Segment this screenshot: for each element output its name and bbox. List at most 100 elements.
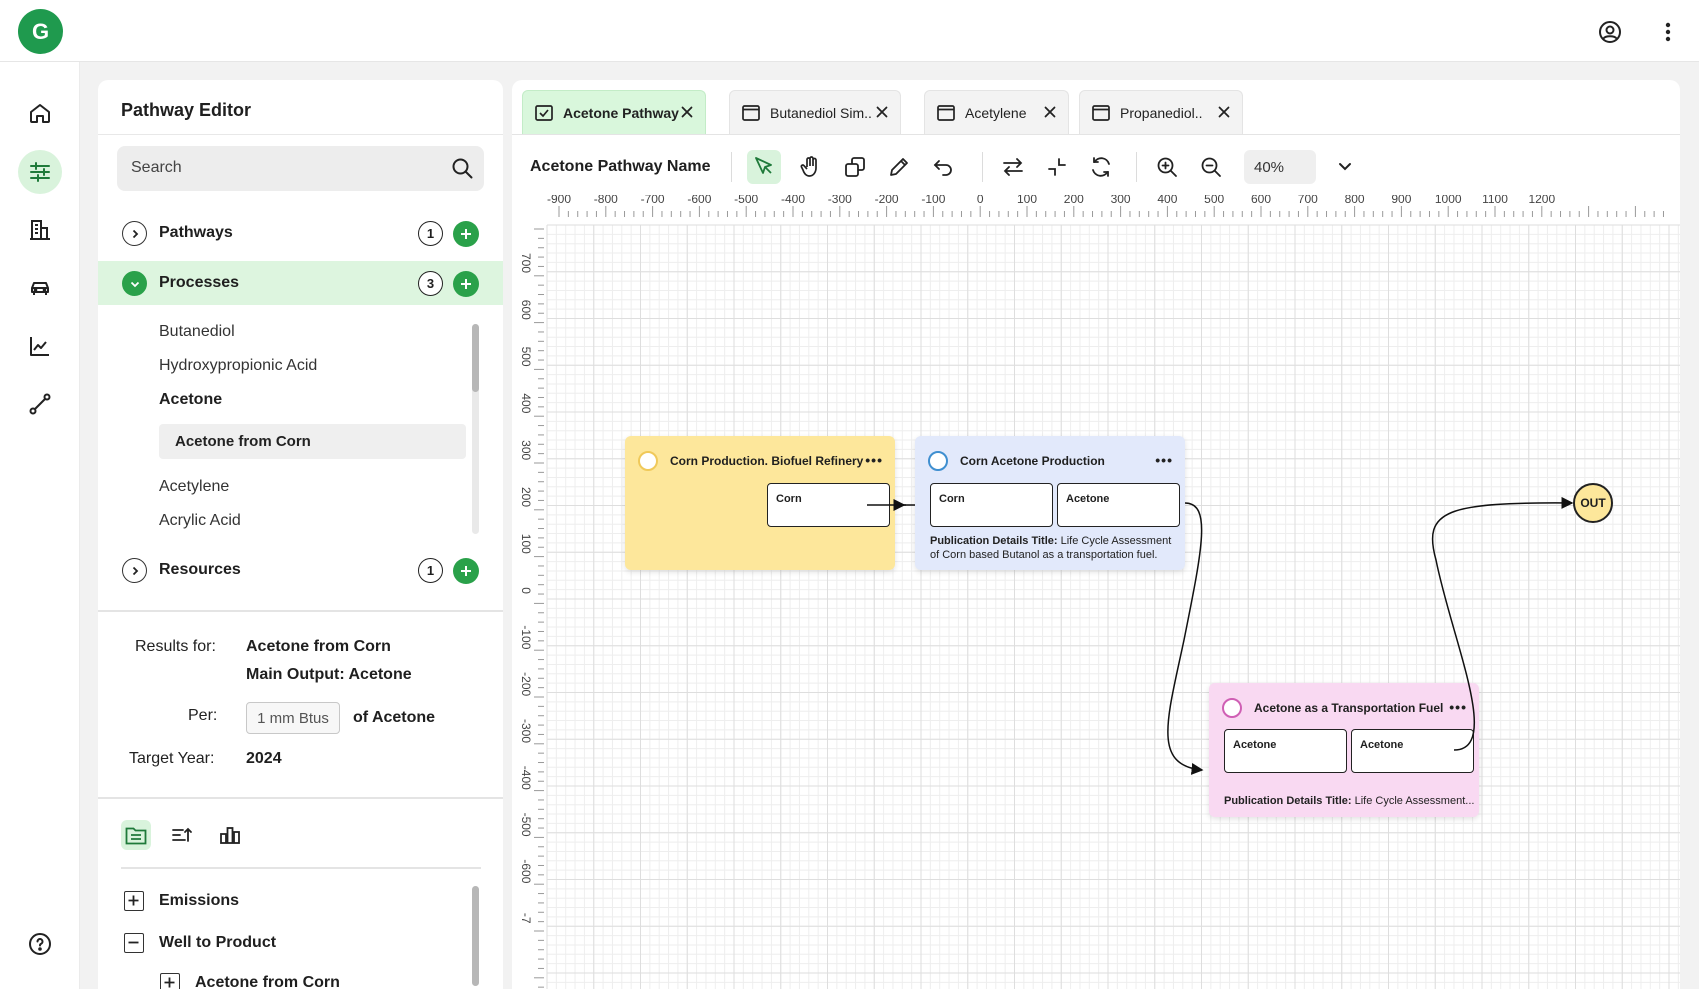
pencil-tool-button[interactable] [882, 150, 916, 184]
divider [982, 152, 983, 182]
more-horizontal-icon[interactable]: ••• [865, 452, 883, 468]
car-icon[interactable] [18, 266, 62, 310]
expand-icon[interactable] [124, 891, 144, 911]
node-status-circle[interactable] [638, 451, 658, 471]
ruler-x-label: 900 [1391, 195, 1411, 206]
ruler-y-label: -600 [519, 859, 533, 883]
process-item[interactable]: Acetone [159, 391, 223, 408]
per-unit-select[interactable]: 1 mm Btus [246, 702, 340, 734]
user-account-icon[interactable] [1597, 19, 1623, 45]
swap-horizontal-button[interactable] [996, 150, 1030, 184]
process-node-corn-production[interactable]: Corn Production. Biofuel Refinery ••• Co… [625, 436, 895, 570]
port-label: Acetone [1360, 739, 1404, 751]
tab-propanediol[interactable]: Propanediol.. [1079, 90, 1243, 135]
more-horizontal-icon[interactable]: ••• [1449, 699, 1467, 715]
expand-icon[interactable] [160, 973, 180, 989]
count-badge: 1 [418, 221, 443, 246]
select-tool-button[interactable] [747, 150, 781, 184]
scrollbar-thumb[interactable] [472, 324, 479, 392]
tab-acetylene[interactable]: Acetylene [924, 90, 1069, 135]
emissions-scrollbar[interactable] [472, 886, 479, 986]
divider [98, 134, 503, 135]
tab-label: Butanediol Sim.. [770, 105, 872, 121]
window-icon [742, 105, 760, 121]
process-item-selected[interactable]: Acetone from Corn [159, 424, 466, 459]
ruler-x-label: 700 [1298, 195, 1318, 206]
publication-details: Publication Details Title: Life Cycle As… [930, 534, 1175, 562]
process-node-acetone-transportation-fuel[interactable]: Acetone as a Transportation Fuel ••• Ace… [1209, 683, 1479, 817]
ruler-y-label: 400 [519, 393, 533, 413]
route-icon[interactable] [18, 382, 62, 426]
zoom-out-button[interactable] [1194, 150, 1228, 184]
ruler-x-label: 0 [977, 195, 984, 206]
output-port[interactable]: Acetone [1351, 729, 1474, 773]
section-resources[interactable]: Resources 1 [98, 548, 503, 592]
divider [98, 797, 503, 799]
divider [731, 152, 732, 182]
count-badge: 1 [418, 558, 443, 583]
input-port[interactable]: Acetone [1224, 729, 1347, 773]
tab-acetone-pathway[interactable]: Acetone Pathway [522, 90, 706, 135]
add-process-button[interactable] [453, 271, 479, 297]
scrollbar-thumb[interactable] [472, 886, 479, 986]
help-icon[interactable] [18, 922, 62, 966]
output-port[interactable]: Corn [767, 483, 890, 527]
publication-label: Publication Details Title: [930, 535, 1058, 547]
process-item[interactable]: Butanediol [159, 323, 235, 340]
close-icon[interactable] [681, 106, 693, 118]
close-icon[interactable] [1218, 106, 1230, 118]
process-item[interactable]: Acrylic Acid [159, 512, 241, 529]
collapse-arrows-button[interactable] [1040, 150, 1074, 184]
ruler-y-label: -500 [519, 813, 533, 837]
sort-icon[interactable] [167, 820, 197, 850]
duplicate-tool-button[interactable] [838, 150, 872, 184]
building-icon[interactable] [18, 208, 62, 252]
close-icon[interactable] [876, 106, 888, 118]
section-pathways[interactable]: Pathways 1 [98, 211, 503, 255]
bar-chart-icon[interactable] [215, 820, 245, 850]
chart-line-icon[interactable] [18, 324, 62, 368]
ruler-x-label: 1200 [1528, 195, 1555, 206]
add-pathway-button[interactable] [453, 221, 479, 247]
app-logo[interactable]: G [18, 9, 63, 54]
search-icon[interactable] [450, 156, 474, 180]
pathway-name[interactable]: Acetone Pathway Name [530, 158, 711, 175]
refresh-button[interactable] [1084, 150, 1118, 184]
port-label: Corn [939, 493, 965, 505]
chevron-right-icon[interactable] [122, 221, 147, 246]
node-status-circle[interactable] [928, 451, 948, 471]
zoom-in-button[interactable] [1150, 150, 1184, 184]
count-badge: 3 [418, 271, 443, 296]
chevron-down-icon[interactable] [122, 271, 147, 296]
per-label: Per: [188, 707, 218, 724]
add-resource-button[interactable] [453, 558, 479, 584]
more-vertical-icon[interactable] [1655, 19, 1681, 45]
section-processes[interactable]: Processes 3 [98, 261, 503, 305]
home-icon[interactable] [18, 91, 62, 135]
output-port[interactable]: Acetone [1057, 483, 1180, 527]
process-node-corn-acetone-production[interactable]: Corn Acetone Production ••• Corn Acetone… [915, 436, 1185, 570]
emissions-label: Emissions [159, 892, 240, 909]
tab-butanediol[interactable]: Butanediol Sim.. [729, 90, 901, 135]
ruler-y-label: -400 [519, 766, 533, 790]
output-node[interactable]: OUT [1573, 483, 1613, 523]
input-port[interactable]: Corn [930, 483, 1053, 527]
process-item[interactable]: Acetylene [159, 478, 230, 495]
chevron-down-icon[interactable] [1328, 150, 1362, 184]
search-input[interactable]: Search [117, 146, 484, 191]
zoom-level-select[interactable]: 40% [1244, 150, 1316, 184]
collapse-icon[interactable] [124, 933, 144, 953]
process-scrollbar[interactable] [472, 324, 479, 534]
ruler-y-label: -300 [519, 719, 533, 743]
more-horizontal-icon[interactable]: ••• [1155, 452, 1173, 468]
nav-rail [0, 62, 80, 989]
pan-hand-tool-button[interactable] [794, 150, 828, 184]
close-icon[interactable] [1044, 106, 1056, 118]
sliders-icon[interactable] [18, 150, 62, 194]
node-status-circle[interactable] [1222, 698, 1242, 718]
undo-button[interactable] [926, 150, 960, 184]
chevron-right-icon[interactable] [122, 558, 147, 583]
process-item[interactable]: Hydroxypropionic Acid [159, 357, 318, 374]
folder-list-icon[interactable] [121, 820, 151, 850]
